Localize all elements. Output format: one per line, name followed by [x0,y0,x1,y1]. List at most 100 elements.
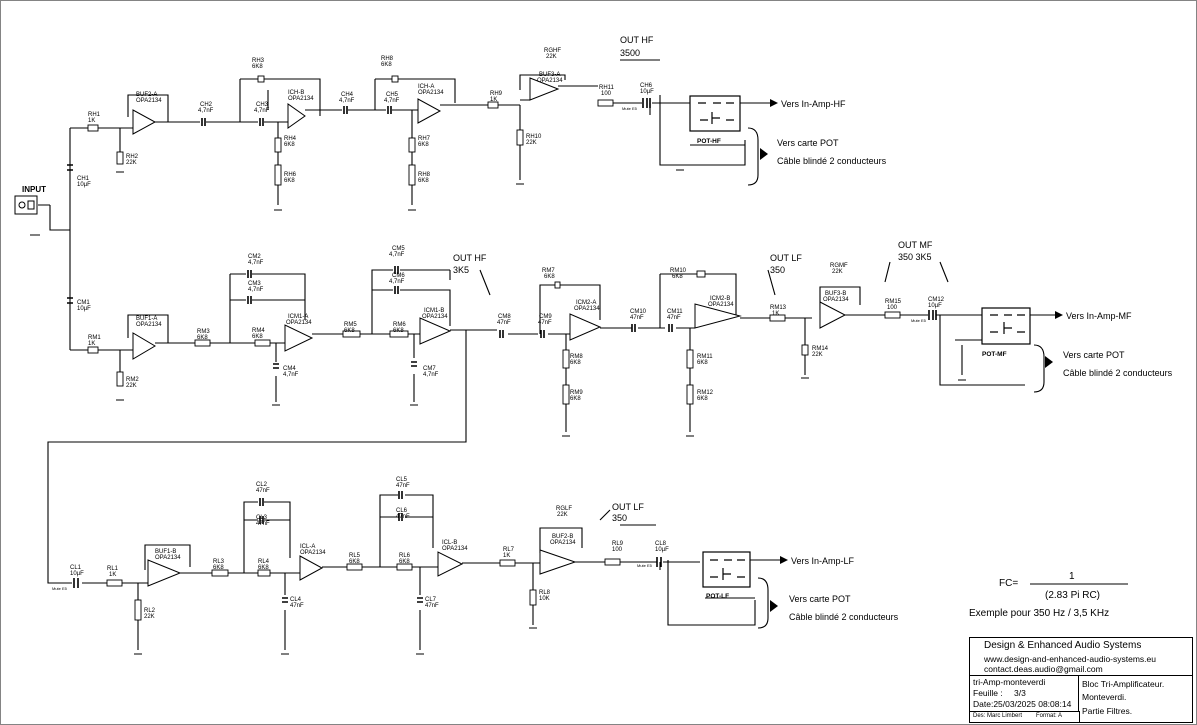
opa-ICLA: OPA2134 [300,550,326,556]
pot-boxes [689,95,1031,588]
opa-BUF1B: OPA2134 [155,555,181,561]
label-RH3: RH3 [252,58,265,64]
mid-lf-title: OUT LF [770,253,802,263]
value-RM5: 6K8 [344,328,355,334]
value-CH5: 4,7nF [384,98,400,104]
label-CL2: CL2 [256,482,268,488]
value-CL1: 10µF [70,571,84,577]
value-RM1: 1K [88,341,95,347]
value-RM7: 6K8 [544,274,555,280]
value-CM5: 4,7nF [389,252,405,258]
arrows [760,99,1063,612]
value-RH1: 1K [88,118,95,124]
label-RM12: RM12 [697,390,714,396]
out-lf-freq: 350 [612,513,627,523]
value-CM11: 47nF [667,315,681,321]
value-CM4: 4,7nF [283,372,299,378]
label-CM5: CM5 [392,246,405,252]
label-RM14: RM14 [812,346,829,352]
pot-mf-label: POT-MF [982,351,1007,358]
label-CH1: CH1 [77,176,90,182]
label-RH5: RH8 [381,56,394,62]
lf-carte: Vers carte POT [789,594,851,604]
label-RGHF: RGHF [544,48,561,54]
opa-BUF3B: OPA2134 [823,297,849,303]
label-RM5: RM5 [344,322,357,328]
label-RH11: RH11 [599,85,615,91]
label-BUF2A: BUF2-A [136,92,157,98]
label-RL3: RL3 [213,559,225,565]
value-CH6: 10µF [640,89,654,95]
label-RM3: RM3 [197,329,210,335]
cutoff-formula: FC= 1 (2.83 Pi RC) Exemple pour 350 Hz /… [969,571,1128,619]
label-RM7: RM7 [542,268,555,274]
label-CL8: CL8 [655,541,667,547]
out-hf-dest: Vers In-Amp-HF [781,99,846,109]
label-BUF3B: BUF3-B [825,291,846,297]
value-CH3: 4,7nF [254,108,270,114]
company-email: contact.deas.audio@gmail.com [984,664,1103,674]
value-RH6: 6K8 [284,178,295,184]
value-RH4: 6K8 [284,142,295,148]
value-CL7: 47nF [425,603,439,609]
label-ICHB: ICH-B [288,90,304,96]
value-RL9: 100 [612,547,623,553]
label-CM1: CM1 [77,300,90,306]
label-CL4: CL4 [290,597,302,603]
label-RM15: RM15 [885,299,902,305]
value-RM11: 6K8 [697,360,708,366]
formula-denominator: (2.83 Pi RC) [1045,590,1100,601]
value-RM3: 6K8 [197,335,208,341]
label-CH3: CH3 [256,102,269,108]
value-CM2: 4,7nF [248,260,264,266]
value-CM3: 4,7nF [248,287,264,293]
label-RGLF: RGLF [556,506,572,512]
value-RH10: 22K [526,140,537,146]
label-RH4: RH4 [284,136,297,142]
capacitors [67,98,937,603]
value-RH3: 6K8 [252,64,263,70]
project-name: tri-Amp-monteverdi [973,677,1046,687]
label-RGMF: RGMF [830,263,848,269]
mf-cable: Câble blindé 2 conducteurs [1063,368,1173,378]
input-label: INPUT [22,185,46,194]
value-RGMF: 22K [832,269,843,275]
label-CM12: CM12 [928,297,945,303]
label-CL1: CL1 [70,565,82,571]
label-RM4: RM4 [252,328,265,334]
label-BUF1B: BUF1-B [155,549,176,555]
label-CM6: CM6 [392,273,405,279]
value-RH11: 100 [601,91,612,97]
label-CH6: CH6 [640,83,653,89]
label-RL6: RL6 [399,553,411,559]
opa-BUF1A: OPA2134 [136,322,162,328]
value-CM1: 10µF [77,306,91,312]
value-RGLF: 22K [557,512,568,518]
value-RH5: 6K8 [381,62,392,68]
ground-symbols [30,169,966,655]
op-amps [132,77,847,587]
value-RL7: 1K [503,553,510,559]
value-RM9: 6K8 [570,396,581,402]
opa-ICM2A: OPA2134 [574,306,600,312]
formula-example: Exemple pour 350 Hz / 3,5 KHz [969,608,1109,619]
value-RL6: 6K8 [399,559,410,565]
value-CH4: 4,7nF [339,98,355,104]
value-CL4: 47nF [290,603,304,609]
label-RL1: RL1 [107,566,119,572]
opa-BUF2B: OPA2134 [550,540,576,546]
opa-ICM1B: OPA2134 [422,314,448,320]
out-lf-dest: Vers In-Amp-LF [791,556,855,566]
label-CM7: CM7 [423,366,436,372]
label-BUF2B: BUF2-B [552,534,573,540]
value-CM9: 47nF [538,320,552,326]
label-CM8: CM8 [498,314,511,320]
label-CL7: CL7 [425,597,437,603]
title-block-right: Bloc Tri-Amplificateur. Monteverdi. Part… [1078,675,1193,723]
label-RH9: RH9 [490,91,503,97]
hf-cable: Câble blindé 2 conducteurs [777,156,887,166]
value-CL3: 47nF [256,521,270,527]
opa-ICLB: OPA2134 [442,546,468,552]
